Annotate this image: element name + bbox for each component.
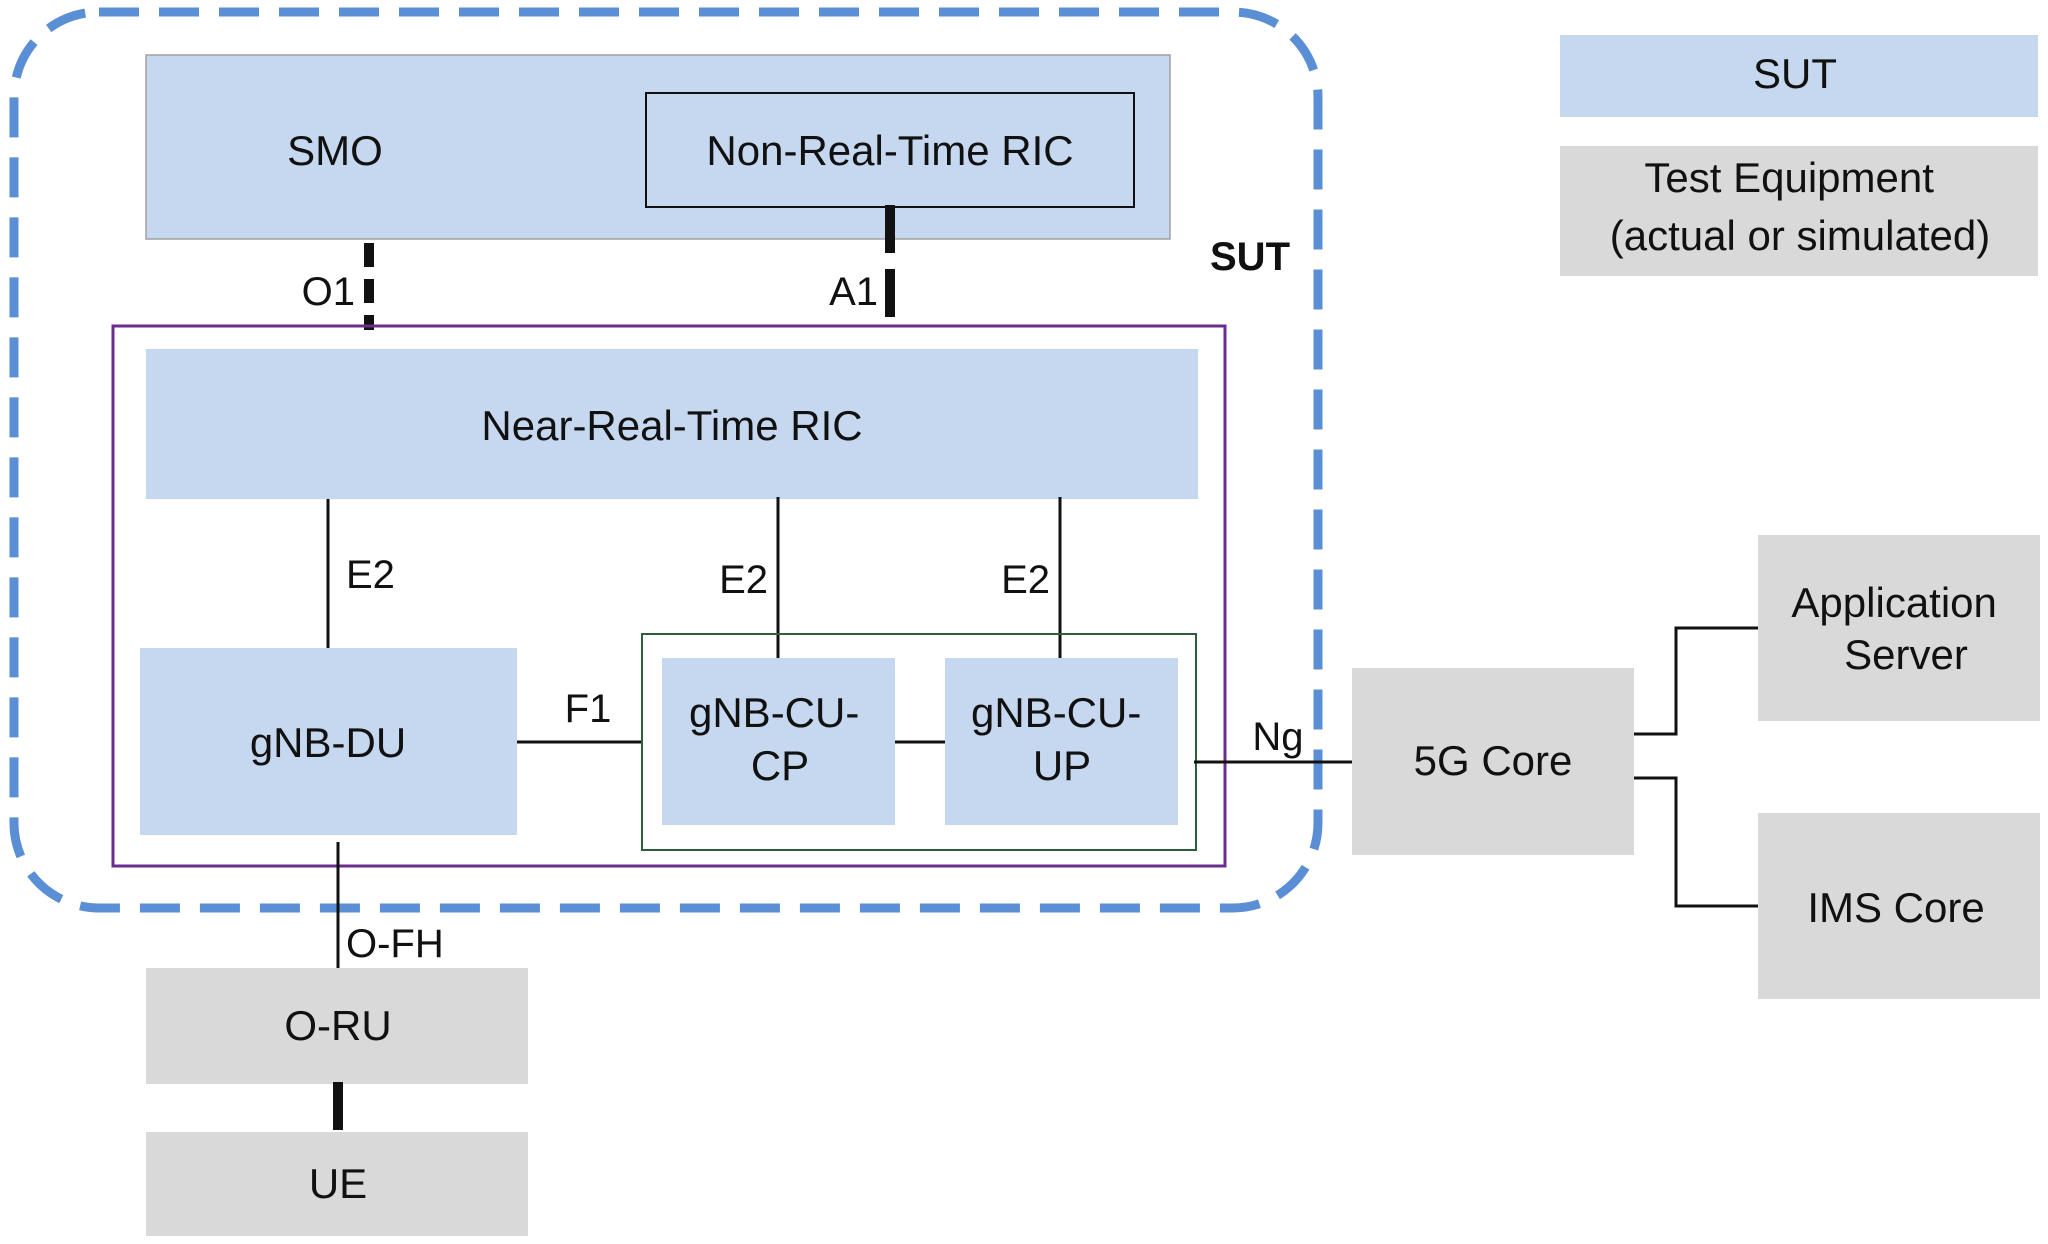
f1-label: F1 — [565, 687, 612, 731]
gnb-cu-cp-box — [662, 658, 895, 825]
gnb-cu-container — [641, 633, 1197, 851]
gnb-cu-up-label-line1: gNB-CU- — [971, 689, 1141, 736]
a1-label: A1 — [829, 270, 878, 314]
ims-core-label: IMS Core — [1807, 884, 1984, 931]
app-server-label-line2: Server — [1844, 631, 1968, 678]
o-ru-box — [146, 968, 528, 1084]
gnb-cu-up-label-line2: UP — [1033, 742, 1091, 789]
legend-test-label-line2: (actual or simulated) — [1610, 212, 1990, 259]
core-5g-box — [1352, 668, 1634, 855]
gnb-cu-cp-label-line1: gNB-CU- — [689, 689, 859, 736]
o-fh-label: O-FH — [346, 922, 444, 966]
legend-test-label-line1: Test Equipment — [1644, 154, 1934, 201]
gnb-cu-cp-label-line2: CP — [751, 742, 809, 789]
app-server-box — [1758, 535, 2040, 721]
app-server-label: Application Server — [1791, 579, 2008, 678]
legend-sut-swatch — [1560, 35, 2038, 117]
sut-boundary-label: SUT — [1210, 235, 1290, 279]
core-to-app-server-link — [1634, 626, 1758, 736]
gnb-cu-up-label: gNB-CU- UP — [971, 689, 1153, 789]
legend-test-label: Test Equipment (actual or simulated) — [1610, 154, 1990, 259]
legend-test-swatch — [1560, 146, 2038, 276]
core-5g-label: 5G Core — [1414, 737, 1573, 784]
gnb-cu-up-box — [945, 658, 1178, 825]
e2-du-label: E2 — [346, 553, 395, 597]
app-server-label-line1: Application — [1791, 579, 1996, 626]
near-rt-ric-label: Near-Real-Time RIC — [481, 402, 862, 449]
ue-label: UE — [309, 1160, 367, 1207]
legend-sut-label: SUT — [1753, 50, 1837, 97]
ng-label: Ng — [1252, 715, 1303, 759]
core-to-ims-core-link — [1634, 776, 1758, 908]
gnb-du-label: gNB-DU — [250, 719, 406, 766]
ran-container — [111, 324, 1227, 868]
e2-up-label: E2 — [1001, 558, 1050, 602]
ue-box — [146, 1132, 528, 1236]
gnb-du-box — [140, 648, 517, 835]
non-rt-ric-label: Non-Real-Time RIC — [706, 127, 1073, 174]
smo-label: SMO — [287, 127, 383, 174]
near-rt-ric-box — [146, 349, 1198, 499]
o1-label: O1 — [302, 270, 355, 314]
e2-cp-label: E2 — [719, 558, 768, 602]
sut-boundary — [9, 7, 1323, 913]
gnb-cu-cp-label: gNB-CU- CP — [689, 689, 871, 789]
non-rt-ric-box — [645, 92, 1135, 208]
ims-core-box — [1758, 813, 2040, 999]
o-ru-label: O-RU — [284, 1002, 391, 1049]
